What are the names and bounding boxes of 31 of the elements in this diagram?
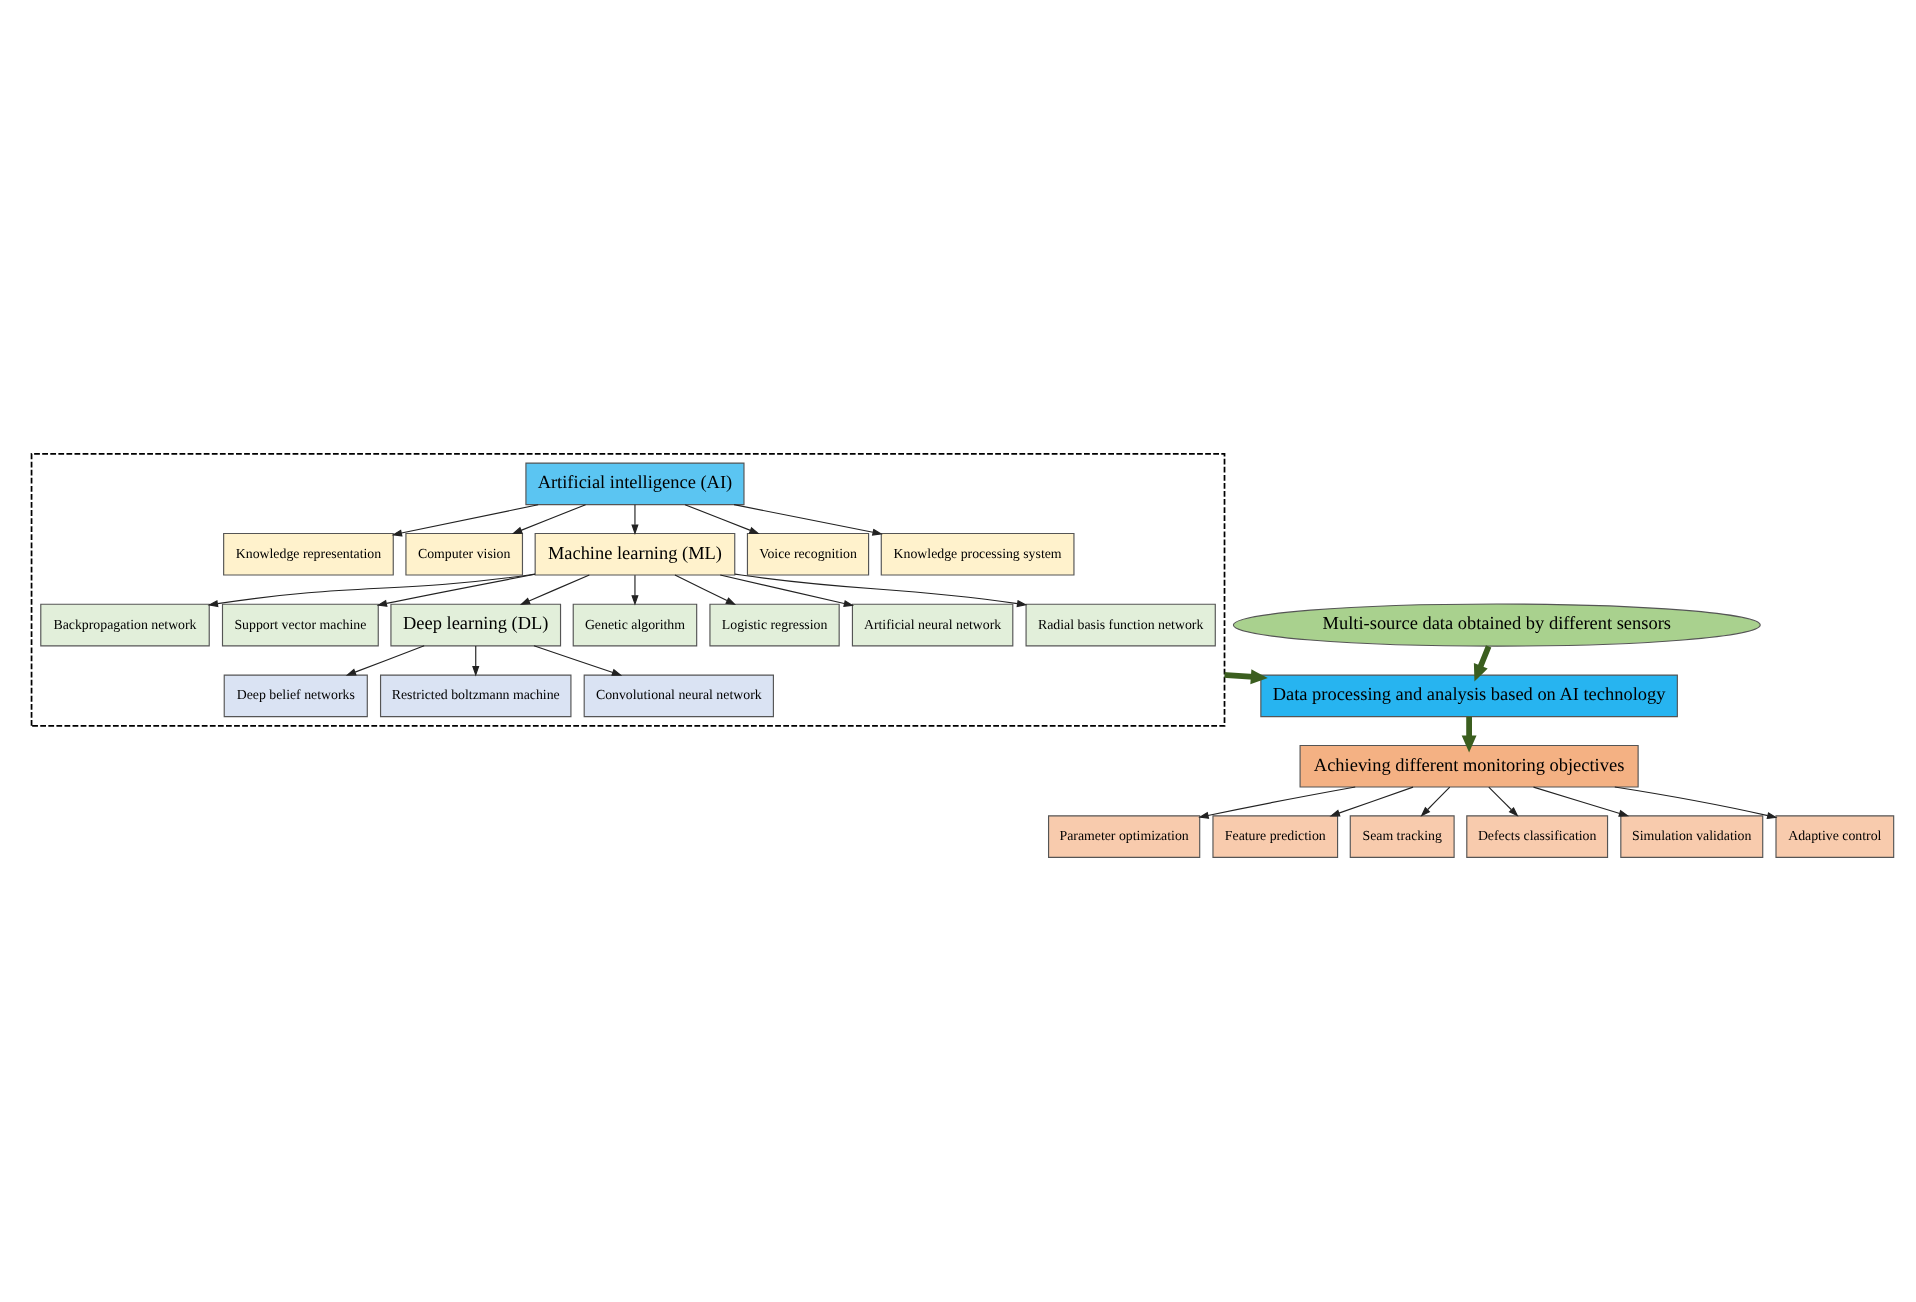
node-box: Achieving different monitoring objectives bbox=[1299, 744, 1639, 788]
arrow bbox=[1461, 716, 1477, 753]
arrow bbox=[1473, 645, 1492, 682]
arrow bbox=[631, 574, 639, 606]
arrow bbox=[1420, 786, 1451, 817]
arrow bbox=[345, 645, 425, 676]
arrow bbox=[734, 573, 1028, 608]
arrow bbox=[1614, 786, 1778, 820]
arrow bbox=[1329, 786, 1414, 817]
arrow bbox=[472, 645, 480, 677]
arrow bbox=[631, 504, 639, 535]
arrow bbox=[376, 573, 536, 607]
arrow bbox=[733, 504, 883, 536]
arrow bbox=[674, 574, 737, 606]
arrow bbox=[1532, 786, 1630, 817]
arrow bbox=[684, 504, 760, 535]
arrow bbox=[719, 574, 855, 608]
arrow bbox=[207, 573, 536, 608]
cluster bbox=[30, 452, 1226, 727]
arrow bbox=[391, 504, 539, 537]
arrow bbox=[1223, 669, 1268, 685]
node-box: Deep learning (DL) bbox=[390, 603, 562, 647]
arrow bbox=[1488, 786, 1519, 817]
node-box: Machine learning (ML) bbox=[534, 532, 736, 576]
node-box: Data processing and analysis based on AI technology bbox=[1260, 674, 1678, 718]
arrow bbox=[519, 574, 590, 605]
arrow bbox=[1198, 786, 1356, 819]
node-box: Artificial intelligence (AI) bbox=[525, 462, 745, 506]
arrow bbox=[533, 645, 623, 676]
node-ellipse: Multi-source data obtained by different sensors bbox=[1232, 603, 1761, 647]
arrow bbox=[511, 504, 587, 535]
